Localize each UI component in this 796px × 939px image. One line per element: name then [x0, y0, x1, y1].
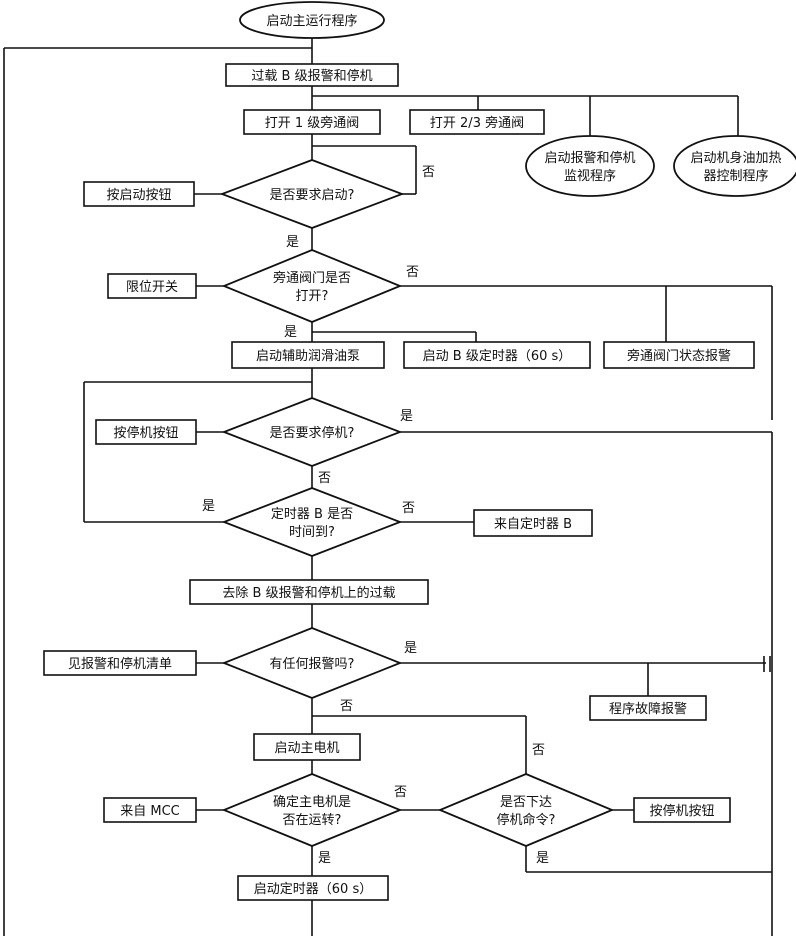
decision-alarm-label: 有任何报警吗? — [270, 656, 355, 672]
overload-alarm-box: 过载 B 级报警和停机 — [225, 63, 399, 87]
limit-switch-label: 限位开关 — [126, 280, 178, 295]
bypass-status-alarm-label: 旁通阀门状态报警 — [627, 348, 731, 364]
decision-alarm: 有任何报警吗? — [221, 627, 403, 699]
decision-bypass: 旁通阀门是否 打开? — [221, 249, 403, 323]
press-stop-button-2-label: 按停机按钮 — [649, 803, 714, 819]
remove-overload-box: 去除 B 级报警和停机上的过载 — [189, 579, 429, 605]
edge-label-yes: 是 — [286, 235, 299, 250]
heater-control-label-2: 器控制程序 — [703, 169, 768, 184]
decision-start: 是否要求启动? — [219, 159, 405, 229]
open-bypass-1-box: 打开 1 级旁通阀 — [243, 109, 381, 135]
edge-label-yes: 是 — [284, 325, 297, 340]
edge-label-no: 否 — [422, 165, 435, 180]
limit-switch-box: 限位开关 — [107, 273, 197, 299]
open-bypass-23-box: 打开 2/3 旁通阀 — [409, 109, 545, 135]
start-timer-b-label: 启动 B 级定时器（60 s） — [423, 349, 572, 364]
edge-label-yes: 是 — [318, 851, 331, 866]
decision-timer-label-2: 时间到? — [289, 525, 335, 540]
start-timer-box: 启动定时器（60 s） — [237, 875, 389, 901]
from-mcc-box: 来自 MCC — [103, 797, 197, 823]
decision-running-label-2: 否在运转? — [283, 813, 342, 828]
open-bypass-1-label: 打开 1 级旁通阀 — [265, 115, 360, 131]
edge-label-yes: 是 — [536, 851, 549, 866]
decision-running: 确定主电机是 否在运转? — [221, 773, 403, 847]
start-timer-b-box: 启动 B 级定时器（60 s） — [403, 341, 591, 369]
alarm-monitor-label-2: 监视程序 — [564, 169, 616, 184]
from-timer-b-box: 来自定时器 B — [473, 509, 593, 537]
edge-label-no: 否 — [532, 743, 545, 758]
alarm-list-label: 见报警和停机清单 — [68, 656, 172, 672]
from-timer-b-label: 来自定时器 B — [494, 517, 572, 532]
heater-control-node: 启动机身油加热 器控制程序 — [673, 135, 796, 197]
edge-label-no: 否 — [318, 471, 331, 486]
decision-stop: 是否要求停机? — [221, 397, 403, 467]
heater-control-label-1: 启动机身油加热 — [690, 150, 781, 166]
from-mcc-label: 来自 MCC — [120, 804, 180, 819]
press-start-button-label: 按启动按钮 — [106, 188, 171, 203]
program-fault-alarm-box: 程序故障报警 — [589, 695, 707, 721]
start-timer-label: 启动定时器（60 s） — [254, 882, 372, 897]
decision-stop-label: 是否要求停机? — [270, 425, 355, 441]
start-main-motor-box: 启动主电机 — [253, 733, 361, 761]
decision-bypass-label-1: 旁通阀门是否 — [273, 270, 351, 286]
decision-stopcmd-label-1: 是否下达 — [500, 795, 552, 810]
alarm-monitor-node: 启动报警和停机 监视程序 — [525, 135, 655, 197]
start-main-motor-label: 启动主电机 — [274, 741, 339, 756]
start-aux-pump-label: 启动辅助润滑油泵 — [256, 349, 360, 364]
decision-stopcmd: 是否下达 停机命令? — [437, 773, 615, 847]
edge-label-no: 否 — [406, 265, 419, 280]
decision-start-label: 是否要求启动? — [270, 188, 355, 203]
start-node-label: 启动主运行程序 — [266, 14, 357, 29]
edge-label-no: 否 — [394, 785, 407, 800]
press-start-button-box: 按启动按钮 — [83, 181, 195, 207]
edge-labels: 否 是 否 是 是 否 是 否 是 否 否 否 是 是 — [202, 165, 549, 866]
edge-label-yes: 是 — [400, 409, 413, 424]
alarm-list-box: 见报警和停机清单 — [43, 650, 197, 676]
decision-bypass-label-2: 打开? — [296, 289, 329, 304]
remove-overload-label: 去除 B 级报警和停机上的过载 — [222, 585, 395, 601]
start-aux-pump-box: 启动辅助润滑油泵 — [231, 341, 385, 369]
program-fault-alarm-label: 程序故障报警 — [609, 701, 687, 717]
decision-timer: 定时器 B 是否 时间到? — [221, 487, 403, 557]
decision-timer-label-1: 定时器 B 是否 — [271, 507, 353, 522]
connectors — [3, 38, 773, 936]
alarm-monitor-label-1: 启动报警和停机 — [544, 150, 635, 166]
edge-label-yes: 是 — [202, 499, 215, 514]
open-bypass-23-label: 打开 2/3 旁通阀 — [430, 115, 524, 131]
decision-running-label-1: 确定主电机是 — [273, 795, 351, 810]
edge-label-no: 否 — [340, 699, 353, 714]
press-stop-button-1-label: 按停机按钮 — [113, 425, 178, 441]
edge-label-yes: 是 — [404, 641, 417, 656]
start-node: 启动主运行程序 — [239, 1, 385, 39]
edge-label-no: 否 — [402, 501, 415, 516]
press-stop-button-1-box: 按停机按钮 — [95, 419, 197, 445]
bypass-status-alarm-box: 旁通阀门状态报警 — [603, 341, 755, 369]
press-stop-button-2-box: 按停机按钮 — [633, 797, 731, 823]
overload-alarm-label: 过载 B 级报警和停机 — [251, 68, 372, 84]
decision-stopcmd-label-2: 停机命令? — [497, 812, 556, 828]
